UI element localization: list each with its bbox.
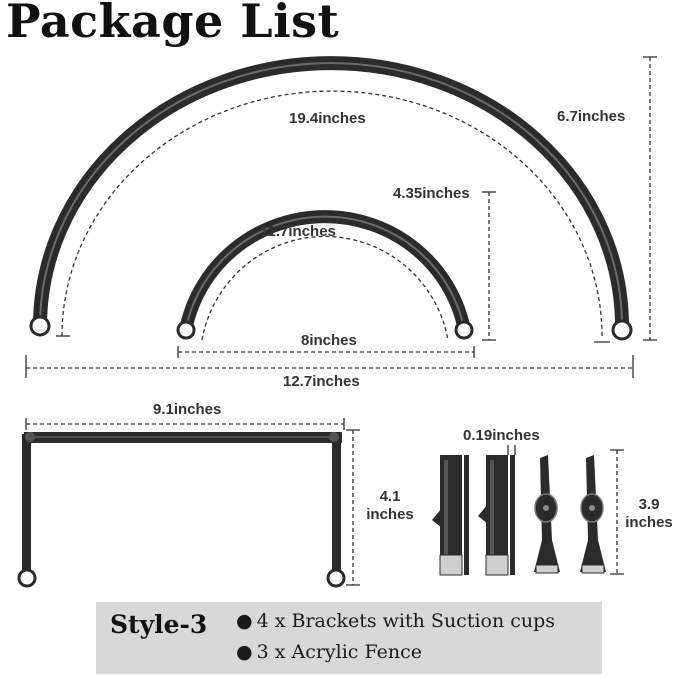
large-arc-width-line	[25, 355, 634, 378]
feature-item-brackets: ●4 x Brackets with Suction cups	[236, 610, 555, 632]
fence-width-label: 9.1inches	[153, 401, 222, 418]
feature-text: 3 x Acrylic Fence	[256, 641, 422, 663]
small-arc-width-label: 8inches	[301, 332, 357, 349]
small-arc-length-line	[201, 235, 449, 341]
bullet-icon: ●	[236, 610, 253, 632]
bracket-side-view-1	[432, 455, 469, 576]
small-arc-height-line	[482, 191, 496, 341]
bracket-thickness-line	[507, 445, 516, 455]
small-arc-height-label: 4.35inches	[393, 185, 470, 202]
fence-height-unit: inches	[366, 506, 414, 523]
large-arc-length-line	[61, 90, 603, 337]
feature-item-fence: ●3 x Acrylic Fence	[236, 641, 422, 663]
fence-height-label: 4.1 inches	[360, 488, 420, 524]
bracket-front-view-1	[534, 455, 560, 574]
bracket-side-view-2	[478, 455, 515, 576]
feature-text: 4 x Brackets with Suction cups	[256, 610, 556, 632]
small-arc-length-label: 11.7inches	[260, 223, 336, 240]
large-arc-height-label: 6.7inches	[557, 108, 626, 125]
fence-height-value: 4.1	[379, 488, 401, 505]
fence-width-line	[25, 418, 345, 430]
large-arc-height-line	[643, 56, 657, 341]
fence-frame-piece	[17, 432, 346, 588]
bracket-thickness-label: 0.19inches	[463, 427, 540, 444]
page-title: Package List	[6, 0, 340, 48]
bullet-icon: ●	[236, 641, 253, 663]
small-arc-piece	[176, 210, 474, 340]
contents-box: Style-3 ●4 x Brackets with Suction cups …	[96, 602, 602, 674]
bracket-front-view-2	[580, 455, 606, 574]
large-arc-piece	[29, 56, 633, 341]
small-arc-width-line	[177, 346, 475, 358]
bracket-height-unit: inches	[625, 514, 673, 531]
large-arc-length-label: 19.4inches	[289, 110, 366, 127]
bracket-height-value: 3.9	[638, 496, 660, 513]
fence-height-line	[346, 429, 360, 586]
large-arc-width-label: 12.7inches	[283, 373, 360, 390]
style-label: Style-3	[110, 610, 208, 639]
bracket-height-label: 3.9 inches	[620, 496, 678, 532]
bracket-height-line	[610, 449, 624, 575]
